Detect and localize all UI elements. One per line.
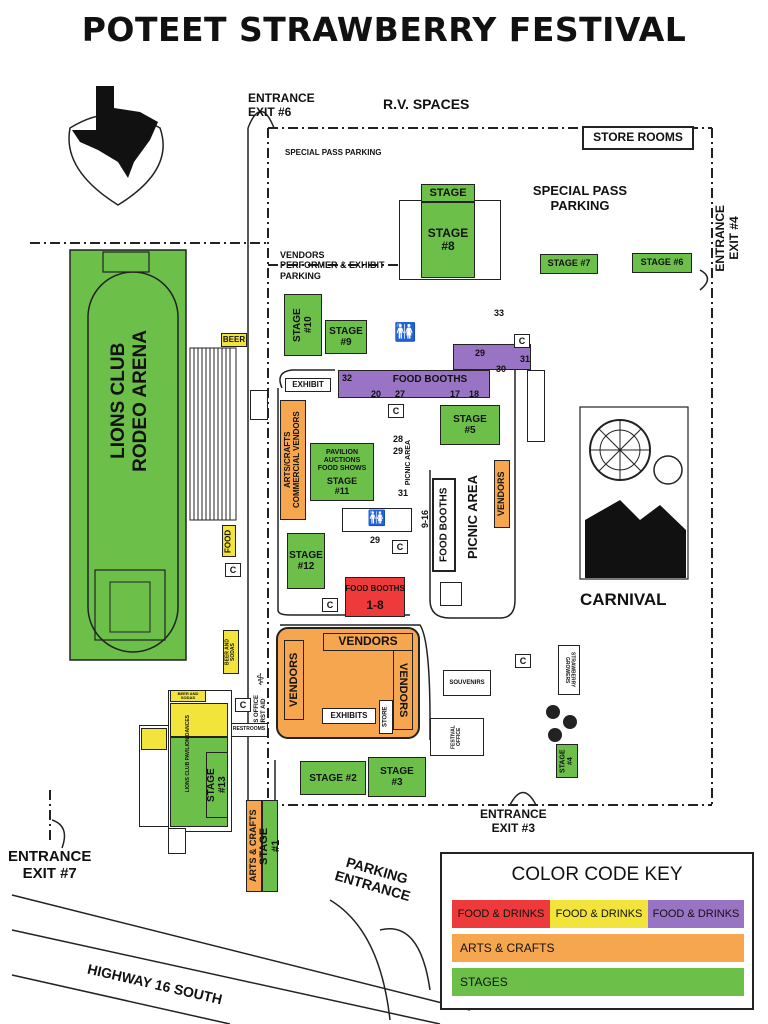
concession-c: C: [322, 598, 338, 612]
concession-c: C: [388, 404, 404, 418]
legend-food-yellow: FOOD & DRINKS: [550, 900, 648, 928]
concession-c: C: [225, 563, 241, 577]
stage-8-top: STAGE: [421, 184, 475, 202]
booth-32: 32: [342, 373, 353, 383]
festival-office: FESTIVAL OFFICE: [430, 718, 484, 756]
concession-c: C: [235, 698, 251, 712]
beer-sodas-pavilion: BEER AND SODAS: [170, 690, 206, 702]
entrance-exit-4-label: ENTRANCE EXIT #4: [713, 205, 741, 272]
booths-9-16: 9-16: [420, 510, 430, 529]
food-booths-red-label: FOOD BOOTHS: [345, 583, 405, 593]
vendors-vertical: VENDORS: [494, 460, 510, 528]
special-pass-parking-small: SPECIAL PASS PARKING: [285, 148, 382, 157]
legend-food-row: FOOD & DRINKS FOOD & DRINKS FOOD & DRINK…: [452, 900, 744, 928]
beer-sodas-booth: BEER AND SODAS: [223, 630, 239, 674]
stage-12: STAGE #12: [287, 533, 325, 589]
picnic-area-small: PICNIC AREA: [405, 440, 412, 486]
entrance-exit-3-label: ENTRANCE EXIT #3: [480, 807, 547, 835]
booth-31: 31: [520, 354, 531, 364]
trees-icon: [546, 705, 577, 742]
stage-4: STAGE #4: [556, 744, 578, 778]
carnival-illustration: [579, 406, 689, 580]
vendors-parking-label: VENDORS PERFORMER & EXHIBIT PARKING: [280, 250, 385, 281]
pavilion-dances-label: LIONS CLUB PAVILION/DANCES: [185, 715, 191, 793]
beer-booth: BEER: [221, 333, 247, 347]
carnival-label: CARNIVAL: [580, 590, 667, 609]
souvenirs: SOUVENIRS: [443, 670, 491, 696]
booth-17: 17: [450, 389, 461, 399]
food-booths-purple-top: [453, 344, 531, 370]
stage-7: STAGE #7: [540, 254, 598, 274]
stage-1: STAGE #1: [258, 800, 282, 892]
booth-29b: 29: [393, 446, 404, 456]
pavilion-label: PAVILION AUCTIONS FOOD SHOWS: [317, 449, 367, 472]
concession-c: C: [392, 540, 408, 554]
legend-food-purple: FOOD & DRINKS: [648, 900, 744, 928]
annex-yellow: [141, 728, 167, 750]
booth-20: 20: [371, 389, 382, 399]
strawberry-growers: STRAWBERRY GROWERS: [558, 645, 580, 695]
booth-33: 33: [494, 308, 505, 318]
stage-13: STAGE #13: [206, 752, 228, 818]
concession-c: C: [514, 334, 530, 348]
food-booths-purple-main: [338, 370, 490, 398]
booth-29: 29: [475, 348, 486, 358]
stage-2: STAGE #2: [300, 761, 366, 795]
stage-9: STAGE #9: [325, 320, 367, 354]
legend-title: COLOR CODE KEY: [511, 864, 683, 885]
arts-crafts-commercial-vendors: ARTS/CRAFTS COMMERCIAL VENDORS: [280, 400, 306, 520]
texas-strawberry-icon: [68, 86, 164, 206]
exhibits-box: EXHIBITS: [322, 708, 376, 724]
booth-29c: 29: [370, 535, 381, 545]
stage-6: STAGE #6: [632, 253, 692, 273]
booth-18: 18: [469, 389, 480, 399]
concession-c: C: [515, 654, 531, 668]
booth-30: 30: [496, 364, 507, 374]
stage-11-block: [310, 443, 374, 501]
stage-3: STAGE #3: [368, 757, 426, 797]
picnic-area-label: PICNIC AREA: [465, 475, 480, 560]
stage-8: STAGE #8: [421, 202, 475, 278]
restroom-icon: 🚻: [394, 322, 417, 342]
rv-spaces-label: R.V. SPACES: [383, 96, 470, 112]
exhibit-box: EXHIBIT: [285, 378, 331, 392]
map-title: POTEET STRAWBERRY FESTIVAL: [81, 10, 687, 49]
entrance-exit-7-label: ENTRANCE EXIT #7: [8, 848, 92, 883]
pavilion-yellow: [170, 703, 228, 737]
booth-31b: 31: [398, 488, 409, 498]
legend-food-red: FOOD & DRINKS: [452, 900, 550, 928]
restroom-building-west: [250, 390, 268, 420]
picnic-table: [440, 582, 462, 606]
special-pass-parking-label: SPECIAL PASS PARKING: [532, 183, 628, 213]
restroom-building-east: [527, 370, 545, 442]
vendors-top: VENDORS: [323, 633, 413, 651]
legend-stages: STAGES: [452, 968, 744, 996]
legend-arts: ARTS & CRAFTS: [452, 934, 744, 962]
stage-5: STAGE #5: [440, 405, 500, 445]
booth-27: 27: [395, 389, 406, 399]
store-box: STORE: [379, 700, 393, 734]
restrooms-box: RESTROOMS: [230, 723, 268, 737]
entrance-exit-6-label: ENTRANCE EXIT #6: [248, 91, 315, 119]
vendors-left: VENDORS: [284, 640, 304, 720]
food-booth-west: FOOD: [222, 525, 236, 557]
booth-28: 28: [393, 434, 404, 444]
first-aid-icon: ⚕: [256, 672, 265, 689]
restroom-icon: 🚻: [342, 508, 412, 532]
store-rooms: STORE ROOMS: [582, 126, 694, 150]
color-code-key: COLOR CODE KEY FOOD & DRINKS FOOD & DRIN…: [440, 852, 754, 1010]
food-booths-top-label: FOOD BOOTHS: [392, 373, 468, 385]
pavilion-stairs: [168, 828, 186, 854]
vendors-right: VENDORS: [393, 650, 413, 730]
food-booths-vertical: FOOD BOOTHS: [432, 478, 456, 572]
stage-11: STAGE #11: [326, 476, 358, 496]
rodeo-arena-label: LIONS CLUB RODEO ARENA: [108, 330, 151, 472]
food-booths-red: [345, 577, 405, 617]
stage-10: STAGE #10: [284, 294, 322, 356]
food-booths-red-range: 1-8: [366, 598, 384, 613]
